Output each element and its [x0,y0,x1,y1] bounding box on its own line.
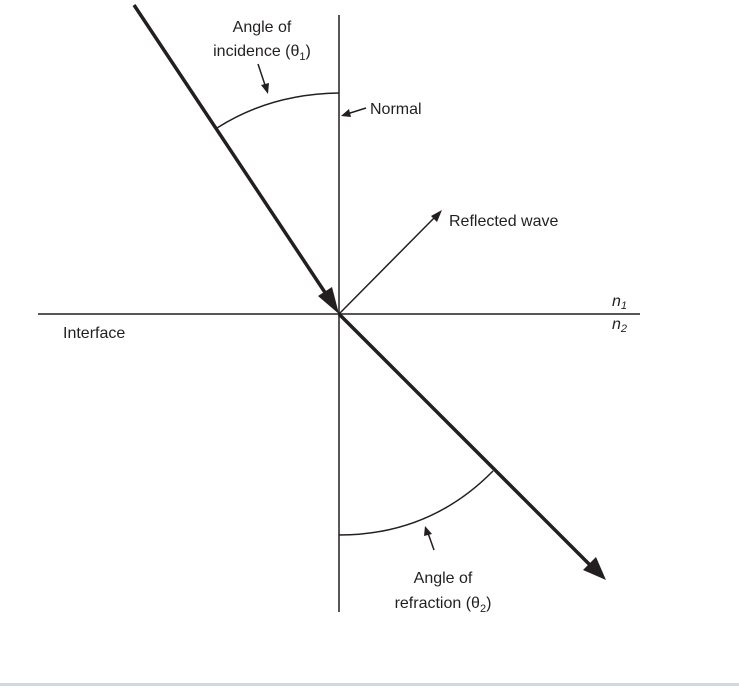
n2-label: n2 [612,316,627,335]
refracted-ray [337,312,594,569]
incident-ray [132,4,332,301]
normal-pointer [346,107,367,115]
incidence-label-line1: Angle of [233,19,292,36]
reflected-arrowhead [431,210,442,222]
n1-label: n1 [612,293,627,312]
interface-label: Interface [63,325,125,342]
refraction-arc [338,470,494,536]
refraction-label-line1: Angle of [414,570,473,587]
refraction-pointer [427,532,435,551]
bottom-divider [0,683,739,686]
incident-arrowhead [318,287,339,314]
normal-label: Normal [370,101,422,118]
reflected-ray [338,215,437,315]
incidence-pointer [257,63,267,89]
refraction-label-line2: refraction (θ2) [395,595,492,615]
reflected-wave-label: Reflected wave [449,213,558,230]
refraction-pointer-head [424,526,432,536]
incidence-label-line2: incidence (θ1) [213,43,311,63]
incidence-pointer-head [261,83,269,94]
refracted-arrowhead [583,557,606,580]
incidence-arc [216,92,340,129]
normal-pointer-head [341,109,351,117]
